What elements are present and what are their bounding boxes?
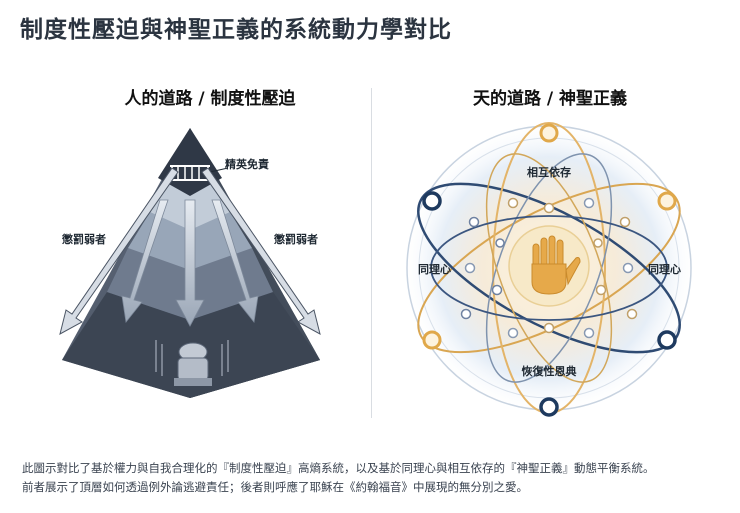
left-label: 同理心 (418, 263, 451, 276)
orbit-gold-3 (485, 153, 613, 383)
arrow-down-2 (175, 199, 205, 327)
node-small (595, 284, 607, 296)
node-small (495, 238, 505, 248)
node-small (460, 308, 472, 320)
node-small (619, 216, 631, 228)
node-small (543, 322, 555, 334)
page-title: 制度性壓迫與神聖正義的系統動力學對比 (20, 17, 452, 43)
node-small (543, 202, 555, 214)
caption-line-2: 前者展示了頂層如何透過例外論逃避責任；後者則呼應了耶穌在《約翰福音》中展現的無分… (22, 480, 528, 494)
orbit-blue-1 (485, 153, 613, 383)
orbit-gold-1 (417, 182, 681, 354)
node-major-navy (657, 330, 677, 350)
downward-arrows (121, 199, 259, 327)
node-major-navy (422, 191, 442, 211)
node-small (507, 327, 519, 339)
node-small (491, 284, 503, 296)
node-major-gold (539, 123, 559, 143)
arrow-left-long (59, 167, 179, 335)
apex-label-pointer (209, 167, 229, 173)
node-small (507, 197, 519, 209)
node-small (583, 327, 595, 339)
small-nodes (460, 197, 638, 339)
node-small (464, 262, 476, 274)
left-panel-title: 人的道路 / 制度性壓迫 (124, 89, 296, 109)
arrow-right-long (201, 167, 321, 335)
harmony-network-diagram: 相互依存 同理心 同理心 恢復性恩典 (401, 120, 697, 417)
right-side-label: 懲罰弱者 (273, 232, 318, 246)
node-small (583, 197, 595, 209)
open-hand-icon (531, 235, 581, 295)
arrow-down-3 (211, 199, 259, 323)
orbit-navy-1 (417, 182, 681, 354)
major-nodes (422, 123, 677, 417)
node-small (626, 308, 638, 320)
left-side-label: 懲罰弱者 (61, 232, 106, 246)
orbit-navy-2 (430, 215, 668, 321)
node-major-gold (657, 191, 677, 211)
node-small (593, 238, 603, 248)
apex-label: 精英免責 (225, 157, 269, 171)
node-major-gold (422, 330, 442, 350)
node-small (622, 262, 634, 274)
bottom-label: 恢復性恩典 (522, 364, 577, 378)
crushed-figure-icon (155, 340, 229, 386)
node-small (468, 216, 480, 228)
right-label: 同理心 (648, 263, 681, 276)
side-arrows (59, 167, 321, 335)
panel-divider (371, 88, 372, 418)
pyramid-diagram: 精英免責 懲罰弱者 懲罰弱者 (59, 128, 321, 398)
arrow-down-1 (121, 199, 169, 323)
caption: 此圖示對比了基於權力與自我合理化的『制度性壓迫』高熵系統，以及基於同理心與相互依… (22, 459, 722, 497)
caption-line-1: 此圖示對比了基於權力與自我合理化的『制度性壓迫』高熵系統，以及基於同理心與相互依… (22, 461, 655, 475)
node-major-navy (539, 397, 559, 417)
top-label: 相互依存 (527, 165, 571, 179)
right-panel-title: 天的道路 / 神聖正義 (472, 89, 628, 109)
